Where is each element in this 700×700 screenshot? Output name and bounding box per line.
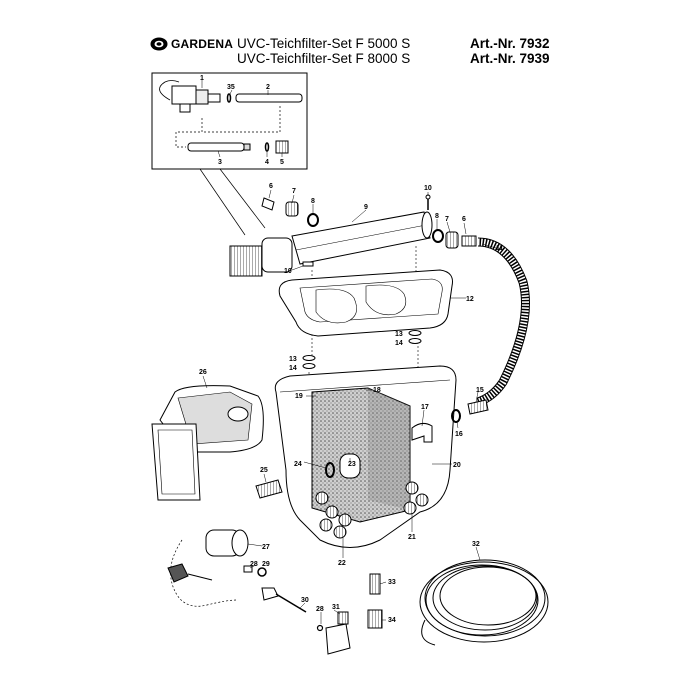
hose-fitting-15 <box>467 399 489 415</box>
coiled-hose <box>419 559 549 646</box>
part-label-24: 24 <box>294 461 302 468</box>
part-label-17: 17 <box>421 404 429 411</box>
part-label-25: 25 <box>260 467 268 474</box>
part-label-27: 27 <box>262 544 270 551</box>
part-label-29: 29 <box>262 561 270 568</box>
washer-14-left <box>302 363 316 369</box>
part-label-16: 16 <box>455 431 463 438</box>
part-label-8-left: 8 <box>311 198 315 205</box>
part-label-35: 35 <box>227 84 235 91</box>
brand-name: GARDENA <box>171 37 234 51</box>
part-label-4: 4 <box>265 159 269 166</box>
part-label-28-top: 28 <box>250 561 258 568</box>
hose-fitting-34 <box>367 609 383 629</box>
product-title-2: UVC-Teichfilter-Set F 8000 S <box>237 51 411 66</box>
part-label-33: 33 <box>388 579 396 586</box>
hose-fitting-25 <box>255 479 283 499</box>
article-number-1: Art.-Nr. 7932 <box>470 36 550 51</box>
part-label-23: 23 <box>348 461 356 468</box>
part-label-26: 26 <box>199 369 207 376</box>
washer-13-right <box>408 330 422 336</box>
part-label-9: 9 <box>364 204 368 211</box>
part-label-10-bottom: 10 <box>284 268 292 275</box>
leader-lines <box>202 189 497 624</box>
hose-fitting-33 <box>369 573 381 595</box>
part-label-14-right: 14 <box>395 340 403 347</box>
part-label-22: 22 <box>338 560 346 567</box>
inset-pointer-line <box>199 168 246 236</box>
part-label-32: 32 <box>472 541 480 548</box>
product-title-1: UVC-Teichfilter-Set F 5000 S <box>237 36 411 51</box>
part-label-19: 19 <box>295 393 303 400</box>
part-label-34: 34 <box>388 617 396 624</box>
part-label-7-right: 7 <box>445 216 449 223</box>
article-number-2: Art.-Nr. 7939 <box>470 51 550 66</box>
gardena-sun-logo-icon <box>150 37 168 51</box>
washer-14-right <box>408 338 422 344</box>
part-label-3: 3 <box>218 159 222 166</box>
part-label-15: 15 <box>476 387 484 394</box>
filter-housing <box>274 365 457 548</box>
part-label-2: 2 <box>266 84 270 91</box>
part-label-20: 20 <box>453 462 461 469</box>
part-label-13-right: 13 <box>395 331 403 338</box>
part-label-18: 18 <box>373 387 381 394</box>
part-label-1: 1 <box>200 75 204 82</box>
part-label-10-top: 10 <box>424 185 432 192</box>
part-label-12: 12 <box>466 296 474 303</box>
pump-cover <box>151 385 264 501</box>
filter-lid <box>278 269 453 337</box>
part-label-21: 21 <box>408 534 416 541</box>
o-ring-16 <box>451 409 461 423</box>
part-label-11: 11 <box>496 245 504 252</box>
brand-logo: GARDENA <box>150 37 233 51</box>
part-label-7-left: 7 <box>292 188 296 195</box>
inset-pointer-line <box>219 168 266 229</box>
header: GARDENA UVC-Teichfilter-Set F 5000 S UVC… <box>0 0 700 80</box>
part-label-5: 5 <box>280 159 284 166</box>
part-label-6-left: 6 <box>269 183 273 190</box>
part-label-13-left: 13 <box>289 356 297 363</box>
filter-bio-balls <box>315 481 429 539</box>
part-label-31: 31 <box>332 604 340 611</box>
part-label-30: 30 <box>301 597 309 604</box>
part-label-8-right: 8 <box>435 213 439 220</box>
washer-13-left <box>302 355 316 361</box>
uvc-unit <box>229 194 530 407</box>
part-label-14-left: 14 <box>289 365 297 372</box>
part-labels: 1 2 35 3 4 5 6 7 8 9 10 8 7 6 11 10 12 1… <box>199 75 504 624</box>
part-label-28-bottom: 28 <box>316 606 324 613</box>
part-label-6-right: 6 <box>462 216 466 223</box>
uvc-inset-box <box>151 72 308 170</box>
pump-assembly <box>167 529 351 655</box>
